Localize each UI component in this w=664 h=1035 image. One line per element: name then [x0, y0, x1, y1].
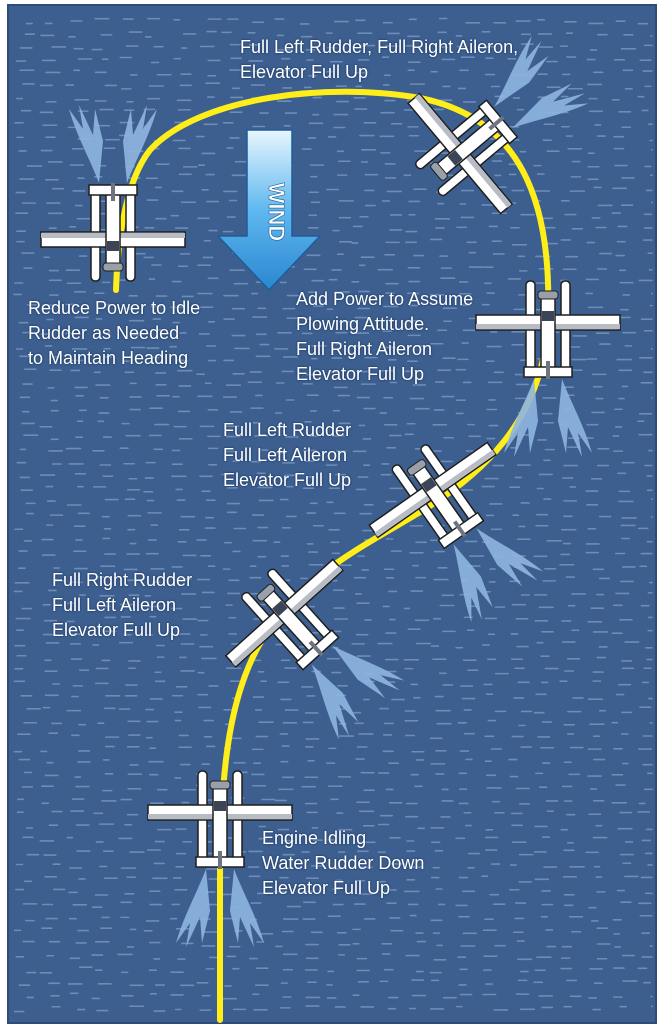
label-step3: Full Left Rudder Full Left Aileron Eleva…: [223, 418, 351, 493]
label-step3-line1: Full Left Rudder: [223, 420, 352, 440]
label-step6-line2: Rudder as Needed: [28, 323, 180, 343]
label-step5-line1: Full Left Rudder, Full Right Aileron,: [240, 37, 519, 57]
label-step3-line3: Elevator Full Up: [223, 470, 352, 490]
label-step2-line2: Full Left Aileron: [52, 595, 177, 615]
label-step6-line1: Reduce Power to Idle: [28, 298, 201, 318]
label-step1: Engine Idling Water Rudder Down Elevator…: [262, 826, 424, 901]
label-step5-line2: Elevator Full Up: [240, 62, 369, 82]
label-step4-line4: Elevator Full Up: [296, 364, 425, 384]
label-step2: Full Right Rudder Full Left Aileron Elev…: [52, 568, 192, 643]
label-step4-line3: Full Right Aileron: [296, 339, 433, 359]
label-step1-line3: Elevator Full Up: [262, 878, 391, 898]
water-surface: [7, 4, 657, 1024]
wind-arrow-icon: [216, 129, 322, 292]
label-step4-line1: Add Power to Assume: [296, 289, 474, 309]
label-step2-line3: Elevator Full Up: [52, 620, 181, 640]
label-step6-line3: to Maintain Heading: [28, 348, 189, 368]
label-step4-line2: Plowing Attitude.: [296, 314, 430, 334]
label-step6: Reduce Power to Idle Rudder as Needed to…: [28, 296, 200, 371]
label-step1-line1: Engine Idling: [262, 828, 367, 848]
water-ripples: [13, 17, 653, 1013]
label-step2-line1: Full Right Rudder: [52, 570, 193, 590]
label-step1-line2: Water Rudder Down: [262, 853, 425, 873]
wind-label: WIND: [264, 183, 289, 242]
label-step3-line2: Full Left Aileron: [223, 445, 348, 465]
label-step5: Full Left Rudder, Full Right Aileron, El…: [240, 35, 518, 85]
label-step4: Add Power to Assume Plowing Attitude. Fu…: [296, 287, 473, 387]
